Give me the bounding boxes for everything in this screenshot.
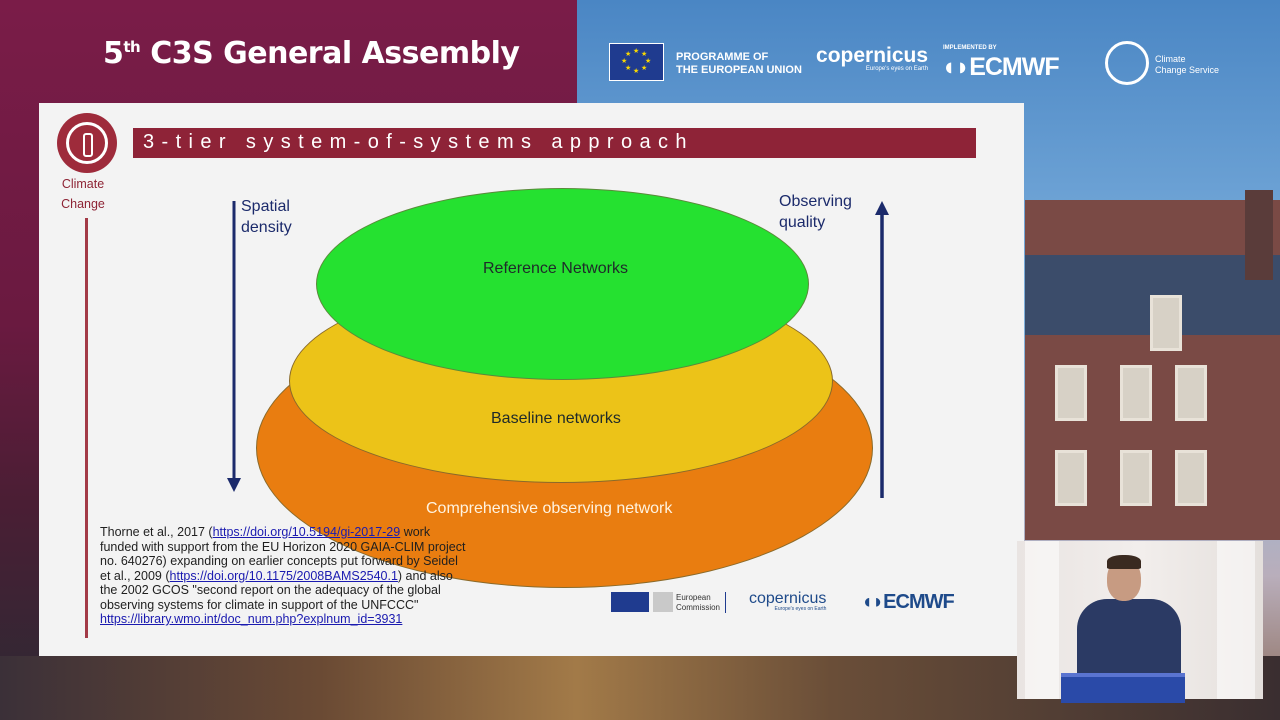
up-arrow-icon	[875, 201, 889, 498]
slide-title: 3-tier system-of-systems approach	[143, 131, 694, 153]
ecmwf-logo: ◖◗ECMWF	[941, 53, 1060, 81]
reference-link-3[interactable]: https://library.wmo.int/doc_num.php?expl…	[100, 612, 403, 626]
footer-divider	[725, 592, 726, 613]
left-axis-label: Spatial density	[241, 198, 292, 236]
ccs-logo-label: Climate Change Service	[1155, 54, 1220, 75]
footer-eu-flag-logo	[611, 592, 649, 612]
footer-ecmwf-logo: ◖◗ECMWF	[861, 591, 955, 613]
tier-bottom-label: Comprehensive observing network	[426, 500, 673, 517]
eu-flag-logo: ★★★ ★★★ ★★	[609, 43, 664, 81]
tier-top-ellipse	[316, 188, 809, 380]
footer-ec-building-icon	[653, 592, 673, 612]
slide-title-bar: 3-tier system-of-systems approach	[133, 128, 976, 158]
footer-ec-label: European Commission	[676, 593, 721, 612]
slide-canvas: Climate Change 3-tier system-of-systems …	[39, 103, 1024, 656]
tier-middle-label: Baseline networks	[491, 410, 621, 427]
assembly-title: 5th C3S General Assembly	[103, 36, 520, 71]
reference-note: Thorne et al., 2017 (https://doi.org/10.…	[100, 525, 466, 626]
down-arrow-icon	[227, 201, 241, 492]
footer-copernicus-logo: copernicus Europe's eyes on Earth	[749, 590, 827, 612]
copernicus-logo: copernicus Europe's eyes on Earth	[816, 44, 929, 72]
footer-logos: European Commission copernicus Europe's …	[611, 590, 991, 616]
ccs-logo-icon	[1105, 41, 1149, 85]
presenter-hair	[1107, 555, 1141, 569]
eu-programme-label: PROGRAMME OF THE EUROPEAN UNION	[676, 51, 802, 76]
tier-top-label: Reference Networks	[483, 260, 628, 277]
podium	[1061, 673, 1185, 703]
sidebar-divider	[85, 218, 88, 638]
sidebar-label: Climate Change	[61, 177, 105, 211]
right-axis-label: Observing quality	[779, 193, 852, 231]
climate-change-logo-icon	[57, 113, 117, 173]
ecmwf-implemented-label: IMPLEMENTED BY	[943, 45, 997, 51]
reference-link-2[interactable]: https://doi.org/10.1175/2008BAMS2540.1	[169, 568, 398, 583]
presenter-video	[1017, 541, 1263, 703]
background-building	[1025, 190, 1280, 540]
reference-link-1[interactable]: https://doi.org/10.5194/gi-2017-29	[212, 525, 401, 539]
